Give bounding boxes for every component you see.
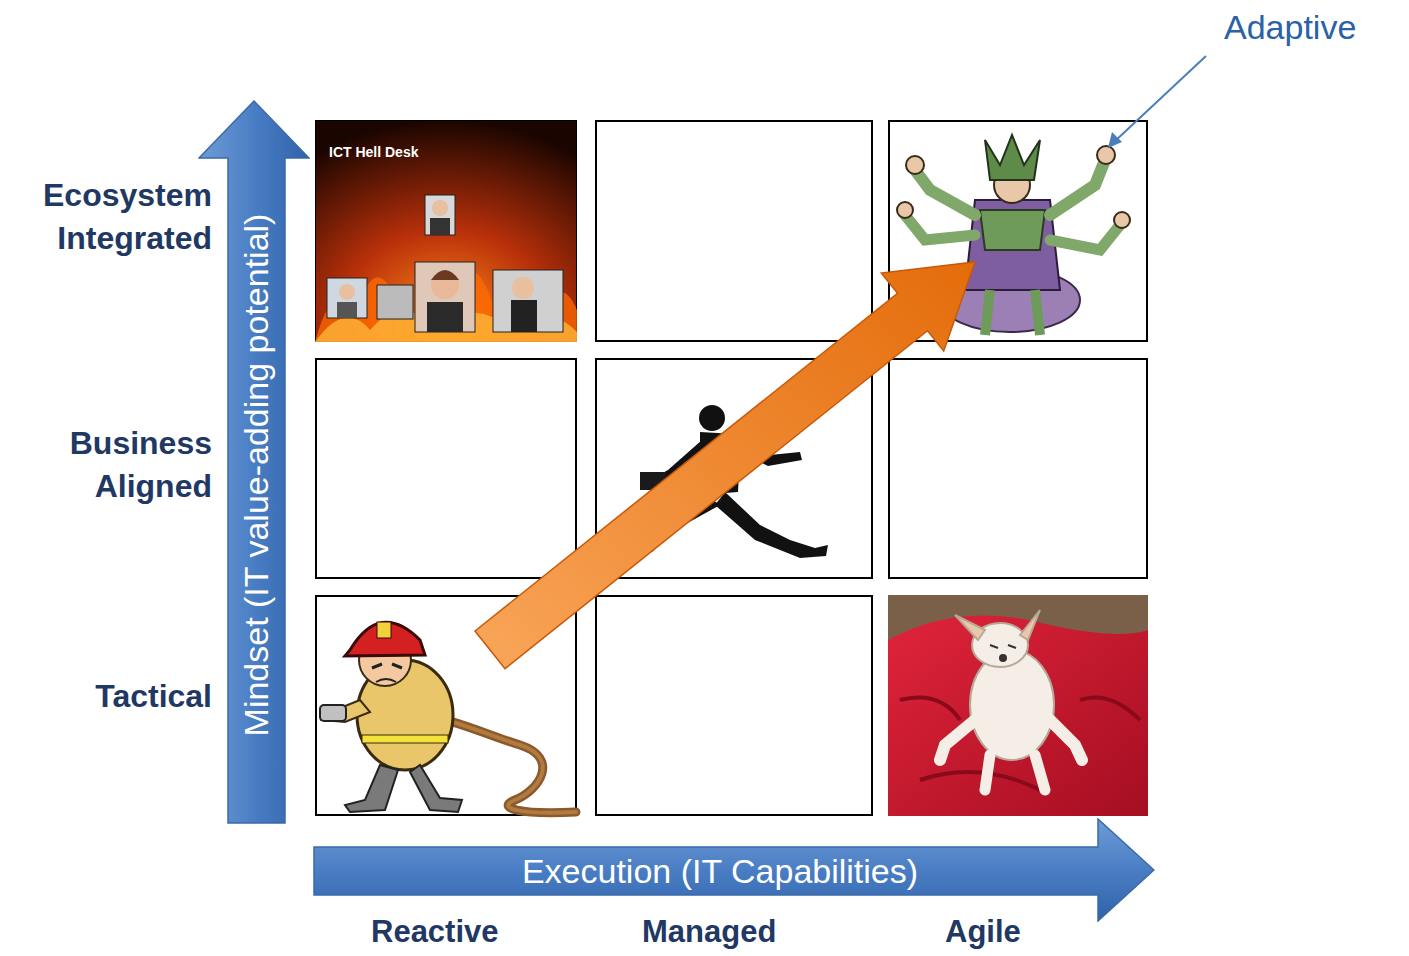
illustration-shape	[1050, 225, 1120, 250]
grid-cells	[316, 121, 1147, 815]
illustration-shape	[362, 735, 448, 743]
illustration-shape	[345, 622, 425, 656]
illustration-shape	[1114, 212, 1130, 228]
illustration-shape	[970, 650, 1054, 760]
illustration-shape	[316, 359, 576, 578]
illustration-shape	[1097, 146, 1115, 164]
column-level-label: Agile	[945, 915, 1021, 949]
hell-desk-image: ICT Hell Desk	[315, 120, 577, 342]
illustration-shape	[377, 622, 391, 638]
illustration-shape	[897, 202, 913, 218]
progression-arrow	[475, 262, 975, 669]
row-level-label: Business Aligned	[6, 422, 212, 508]
illustration-shape	[430, 218, 450, 235]
illustration-shape	[493, 270, 563, 332]
image-caption: ICT Hell Desk	[315, 120, 418, 160]
illustration-shape	[376, 679, 396, 682]
illustration-shape	[889, 359, 1147, 578]
illustration-shape	[320, 705, 346, 721]
illustration-shape	[511, 300, 537, 332]
illustration-shape	[315, 120, 577, 342]
sleeping-dog-photo	[888, 595, 1148, 816]
fireman-cartoon	[320, 622, 576, 813]
illustration-shape	[1114, 56, 1206, 142]
axis-title: Execution (IT Capabilities)	[522, 854, 918, 888]
illustration-shape	[985, 755, 990, 790]
illustration-shape	[327, 278, 367, 318]
illustration-shape	[1050, 160, 1105, 215]
illustration-shape	[906, 156, 924, 174]
execution-axis-arrow: Execution (IT Capabilities)	[313, 818, 1155, 922]
column-level-label: Managed	[642, 915, 776, 949]
illustration-shape	[1020, 610, 1040, 640]
illustration-shape	[1108, 132, 1122, 148]
illustration-shape	[596, 121, 872, 341]
illustration-shape	[415, 262, 475, 332]
illustration-shape	[431, 270, 459, 280]
row-level-label: Tactical	[6, 675, 212, 718]
illustration-shape	[377, 285, 413, 319]
illustration-shape	[345, 765, 398, 812]
illustration-shape	[940, 720, 975, 760]
illustration-shape	[314, 819, 1154, 921]
illustration-shape	[888, 615, 1148, 816]
illustration-shape	[427, 302, 463, 332]
illustration-shape	[985, 290, 1040, 335]
axis-title: Mindset (IT value-adding potential)	[239, 214, 273, 737]
illustration-shape	[980, 210, 1045, 250]
illustration-shape	[596, 596, 872, 815]
illustration-shape	[1035, 755, 1045, 790]
callout-label: Adaptive	[1224, 8, 1356, 47]
illustration-shape	[372, 664, 402, 668]
row-level-label: Ecosystem Integrated	[6, 174, 212, 260]
illustration-shape	[999, 654, 1007, 662]
illustration-shape	[955, 615, 985, 640]
illustration-shape	[432, 200, 448, 216]
illustration-shape	[512, 277, 534, 299]
mindset-axis-arrow: Mindset (IT value-adding potential)	[198, 100, 310, 825]
illustration-shape	[915, 170, 975, 215]
illustration-shape	[339, 284, 355, 300]
illustration-shape	[199, 101, 309, 823]
illustration-shape	[715, 492, 828, 558]
illustration-shape	[888, 595, 1148, 816]
illustration-shape	[905, 215, 975, 240]
illustration-shape	[410, 765, 462, 812]
illustration-shape	[337, 302, 357, 318]
illustration-shape	[990, 645, 1016, 648]
illustration-shape	[1050, 720, 1082, 760]
illustration-shape	[431, 271, 459, 299]
callout-leader	[1108, 56, 1206, 148]
column-level-label: Reactive	[371, 915, 499, 949]
illustration-shape	[425, 195, 455, 235]
illustration-shape	[699, 405, 725, 431]
illustration-shape	[985, 135, 1040, 180]
